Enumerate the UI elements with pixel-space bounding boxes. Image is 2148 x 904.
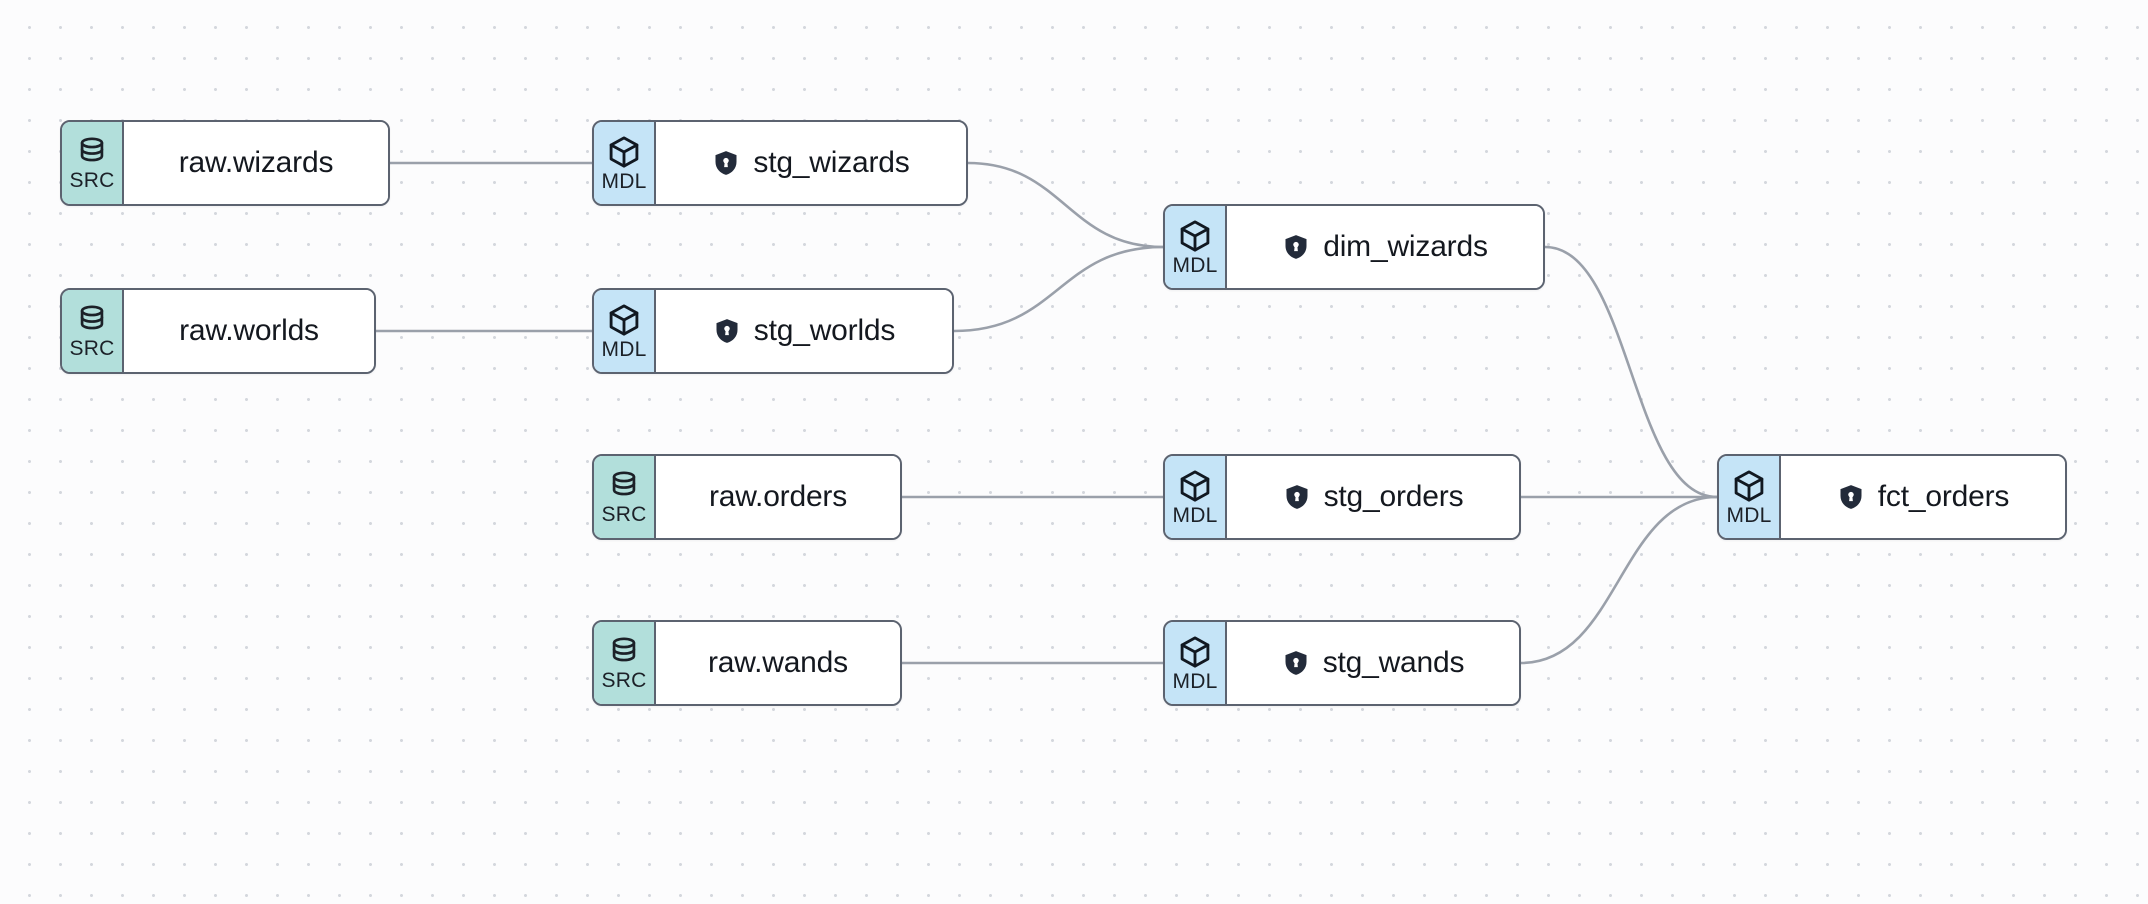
node-stg_orders[interactable]: MDL stg_orders [1163,454,1521,540]
cube-icon [1731,468,1767,504]
node-badge-mdl: MDL [1719,456,1781,538]
node-badge-label: MDL [1172,504,1218,527]
node-raw_wizards[interactable]: SRC raw.wizards [60,120,390,206]
node-body: dim_wizards [1227,206,1543,288]
node-dim_wizards[interactable]: MDL dim_wizards [1163,204,1545,290]
node-label: dim_wizards [1323,230,1488,263]
node-stg_wizards[interactable]: MDL stg_wizards [592,120,968,206]
node-body: raw.orders [656,456,900,538]
node-raw_worlds[interactable]: SRC raw.worlds [60,288,376,374]
node-body: stg_worlds [656,290,952,372]
node-label: stg_orders [1323,480,1464,513]
node-raw_orders[interactable]: SRC raw.orders [592,454,902,540]
node-label: raw.wands [708,646,848,679]
node-badge-label: MDL [1726,504,1772,527]
node-body: stg_wands [1227,622,1519,704]
node-label: raw.wizards [178,146,334,179]
shield-lock-icon [1282,649,1310,677]
node-badge-label: MDL [601,338,647,361]
database-icon [607,635,641,669]
edge-stg_worlds-to-dim_wizards [952,245,1165,333]
node-label: stg_wizards [753,146,910,179]
node-badge-src: SRC [594,622,656,704]
node-label: stg_worlds [753,314,896,347]
node-badge-src: SRC [62,122,124,204]
node-badge-mdl: MDL [1165,456,1227,538]
database-icon [75,303,109,337]
shield-lock-icon [1283,483,1311,511]
node-badge-label: SRC [69,337,115,360]
node-badge-label: MDL [1172,254,1218,277]
node-raw_wands[interactable]: SRC raw.wands [592,620,902,706]
cube-icon [1177,218,1213,254]
node-badge-mdl: MDL [1165,622,1227,704]
node-badge-mdl: MDL [594,122,656,204]
database-icon [607,469,641,503]
node-badge-label: MDL [1172,670,1218,693]
edge-dim_wizards-to-fct_orders [1543,245,1719,499]
shield-lock-icon [1282,233,1310,261]
node-label: raw.orders [708,480,848,513]
node-body: raw.wizards [124,122,388,204]
cube-icon [606,302,642,338]
node-badge-label: SRC [601,503,647,526]
shield-lock-icon [1837,483,1865,511]
node-badge-mdl: MDL [1165,206,1227,288]
node-badge-label: SRC [69,169,115,192]
node-badge-label: MDL [601,170,647,193]
node-badge-src: SRC [594,456,656,538]
node-badge-src: SRC [62,290,124,372]
node-body: raw.worlds [124,290,374,372]
edge-stg_wands-to-fct_orders [1519,495,1719,665]
node-body: stg_wizards [656,122,966,204]
cube-icon [1177,468,1213,504]
node-badge-mdl: MDL [594,290,656,372]
cube-icon [1177,634,1213,670]
node-stg_worlds[interactable]: MDL stg_worlds [592,288,954,374]
shield-lock-icon [712,149,740,177]
cube-icon [606,134,642,170]
database-icon [75,135,109,169]
node-badge-label: SRC [601,669,647,692]
shield-lock-icon [713,317,741,345]
node-label: stg_wands [1322,646,1465,679]
node-body: stg_orders [1227,456,1519,538]
node-label: fct_orders [1877,480,2010,513]
edge-stg_wizards-to-dim_wizards [966,161,1165,249]
node-stg_wands[interactable]: MDL stg_wands [1163,620,1521,706]
node-label: raw.worlds [179,314,319,347]
node-body: raw.wands [656,622,900,704]
node-body: fct_orders [1781,456,2065,538]
node-fct_orders[interactable]: MDL fct_orders [1717,454,2067,540]
